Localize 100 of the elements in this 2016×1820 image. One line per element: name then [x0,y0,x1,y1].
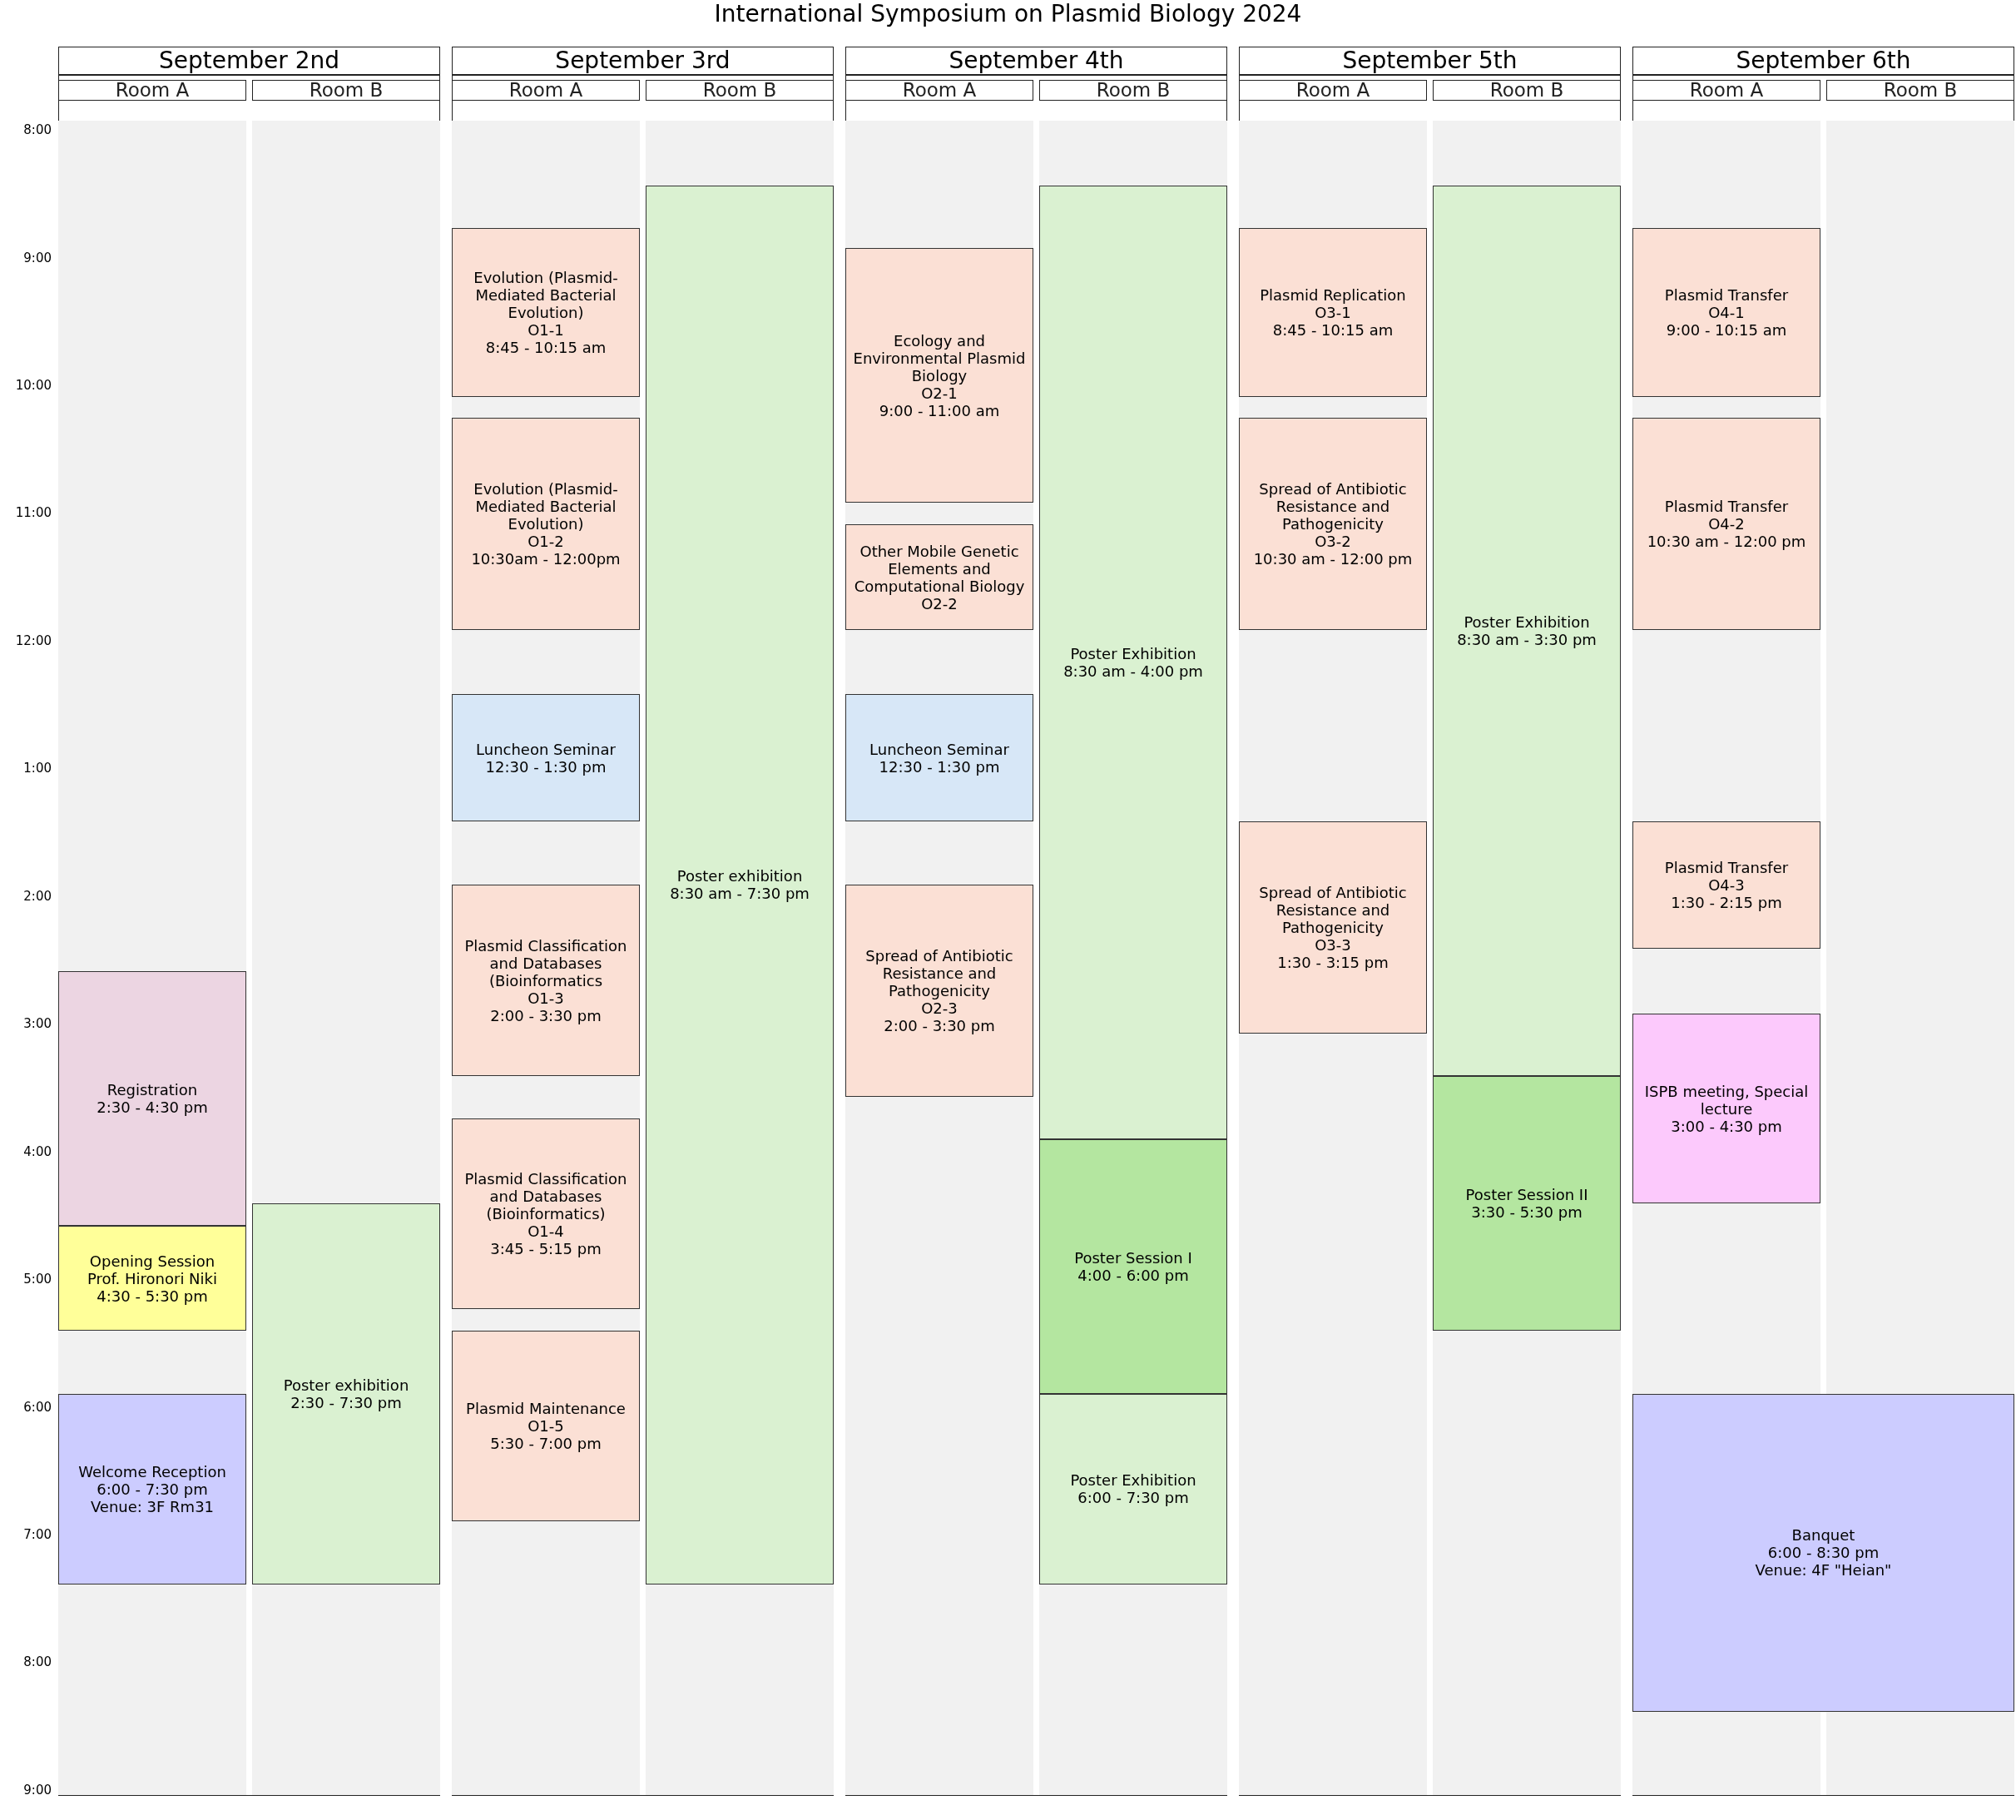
session-title: Poster Exhibition [1070,1471,1196,1490]
time-label: 1:00 [22,761,52,776]
session-detail: 10:30 am - 12:00 pm [1253,550,1413,568]
session-detail: 10:30am - 12:00pm [471,550,621,568]
room-header: Room A [1239,80,1427,101]
room-header: Room B [252,80,440,101]
session-title: Poster Exhibition [1464,612,1590,631]
session-block [58,1394,246,1584]
session-block [1039,1139,1227,1395]
day-header: September 3rd [452,47,834,75]
session-block [252,1203,440,1584]
session-title: Evolution (Plasmid-Mediated Bacterial Evolution) [473,480,619,533]
session-detail: 6:00 - 8:30 pm [1767,1544,1880,1562]
session-detail: O4-1 [1708,304,1745,321]
session-detail: O2-2 [921,594,958,612]
room-header: Room A [452,80,640,101]
session-block [1433,1076,1621,1332]
time-label: 11:00 [14,505,52,521]
session-detail: 3:30 - 5:30 pm [1471,1203,1583,1222]
session-block [1632,1394,2014,1712]
session-detail: 3:00 - 4:30 pm [1671,1117,1782,1135]
session-detail: Venue: 3F Rm31 [90,1497,215,1515]
session-detail: 1:30 - 2:15 pm [1671,894,1782,912]
room-header: Room B [1433,80,1621,101]
time-label: 8:00 [22,1654,52,1670]
session-block [452,694,640,822]
session-detail: O3-2 [1315,533,1351,551]
session-detail: 10:30 am - 12:00 pm [1647,533,1806,551]
session-detail: 8:30 am - 7:30 pm [670,885,810,903]
session-block [58,970,246,1226]
session-block [452,1118,640,1310]
time-label: 9:00 [22,1782,52,1798]
session-block [1039,1394,1227,1584]
session-block [845,694,1033,822]
session-block [1632,418,1820,631]
session-block [1632,821,1820,950]
session-title: Poster exhibition [676,867,803,885]
session-title: Spread of Antibiotic Resistance and Pathogenicity [864,947,1014,1000]
room-header: Room A [1632,80,1820,101]
session-block [1239,227,1427,398]
session-title: Spread of Antibiotic Resistance and Pathogenicity [1258,884,1408,937]
session-block [845,524,1033,631]
session-title: Plasmid Transfer [1664,859,1789,877]
session-title: Plasmid Transfer [1664,286,1789,304]
session-title: Banquet [1791,1526,1855,1545]
session-title: Other Mobile Genetic Elements and Computational Biology [853,542,1026,595]
session-detail: 4:00 - 6:00 pm [1077,1267,1189,1285]
time-label: 7:00 [22,1527,52,1542]
day-header: September 6th [1632,47,2014,75]
session-detail: 9:00 - 11:00 am [879,401,1000,419]
session-detail: 4:30 - 5:30 pm [97,1287,208,1305]
session-block [1632,227,1820,398]
session-block [452,418,640,631]
session-title: Registration [106,1080,198,1098]
time-label: 8:00 [22,122,52,138]
time-label: 12:00 [14,632,52,648]
session-block [845,885,1033,1098]
session-detail: 2:00 - 3:30 pm [490,1006,602,1024]
session-block [1632,1013,1820,1204]
session-title: Spread of Antibiotic Resistance and Pathogenicity [1258,480,1408,533]
session-detail: O3-1 [1315,304,1351,321]
session-detail: 12:30 - 1:30 pm [879,757,1000,776]
session-title: Poster Session II [1465,1186,1588,1204]
session-detail: 12:30 - 1:30 pm [485,757,607,776]
session-title: Poster Session I [1074,1249,1192,1267]
room-header: Room B [1826,80,2014,101]
session-block [58,1225,246,1332]
session-detail: O1-1 [528,321,564,339]
session-title: Plasmid Classification and Databases (Bioinformatics) [463,1170,628,1223]
session-title: Plasmid Replication [1260,286,1406,304]
session-block [646,185,834,1584]
session-title: Plasmid Maintenance [466,1400,626,1418]
session-title: Luncheon Seminar [476,740,616,758]
session-detail: 6:00 - 7:30 pm [97,1480,208,1498]
session-detail: O4-3 [1708,876,1745,895]
session-title: Evolution (Plasmid-Mediated Bacterial Evolution) [473,269,619,321]
session-block [452,1331,640,1522]
time-label: 10:00 [14,377,52,393]
time-label: 4:00 [22,1143,52,1159]
session-detail: O1-3 [528,989,564,1007]
session-detail: Prof. Hironori Niki [87,1269,217,1287]
session-detail: 5:30 - 7:00 pm [490,1435,602,1453]
session-detail: 3:45 - 5:15 pm [490,1240,602,1258]
session-detail: O2-3 [921,999,958,1018]
session-detail: 8:45 - 10:15 am [1272,321,1394,339]
session-detail: 1:30 - 3:15 pm [1277,954,1389,972]
session-detail: 2:30 - 7:30 pm [290,1394,402,1412]
day-header: September 4th [845,47,1227,75]
session-detail: 2:00 - 3:30 pm [884,1017,995,1035]
session-block [1433,185,1621,1077]
day-header: September 5th [1239,47,1621,75]
session-title: Plasmid Transfer [1664,498,1789,516]
session-detail: O1-4 [528,1222,564,1241]
time-label: 6:00 [22,1399,52,1415]
session-block [452,227,640,398]
session-detail: O2-1 [921,384,958,402]
session-title: Poster Exhibition [1070,644,1196,662]
time-label: 9:00 [22,250,52,265]
session-detail: O4-2 [1708,515,1745,533]
session-detail: 6:00 - 7:30 pm [1077,1489,1189,1507]
